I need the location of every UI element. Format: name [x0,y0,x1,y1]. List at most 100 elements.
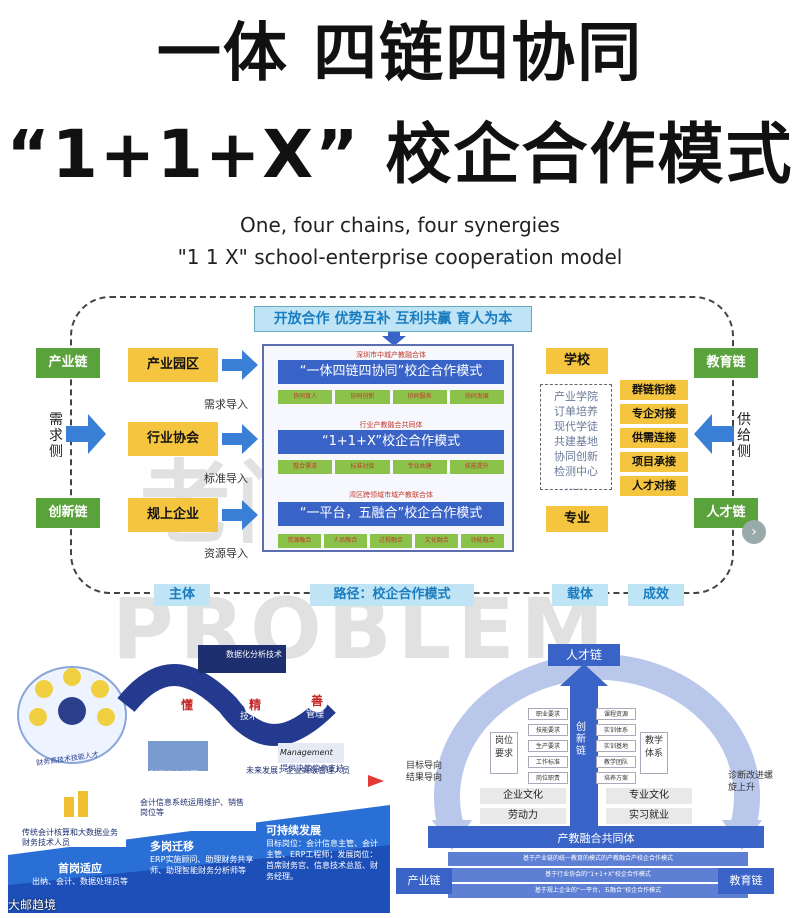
chain-stack-item: 供需连接 [620,428,688,448]
tab-path: 路径：校企合作模式 [310,584,474,606]
lr-innovation-chain: 创新链 [576,722,588,758]
lr-teaching-system: 教学体系 [640,732,668,774]
main-title-line2: “1+1+X” 校企合作模式 [0,112,800,198]
step-first-title: 首岗适应 [20,860,140,876]
carrier-list: 产业学院 订单培养 现代学徒 共建基地 协同创新 检测中心 …… [540,384,612,490]
tab-effect: 成效 [628,584,684,606]
lr-education-chain: 教育链 [718,868,774,894]
carrier-item: 订单培养 [541,404,611,419]
carrier-item: 现代学徒 [541,419,611,434]
supply-side-arrow [694,414,734,454]
step-second: 多岗迁移 ERP实施顾问、助理财务共享师、助理智能财务分析师等 [150,838,260,876]
model-1-chip: 协同育人 [278,390,332,404]
model-3-chip: 人员融合 [324,534,367,548]
model-2-chip: 整合需求 [278,460,332,474]
lr-left-item: 岗位职责 [528,772,568,784]
note-future: 未来发展：企业高级管理人员 [246,766,366,776]
lr-diagnose-note: 诊断改进螺旋上升 [728,770,780,794]
lr-major-culture: 专业文化 [606,788,692,804]
carrier-item: 检测中心 [541,464,611,479]
label-demand-import: 需求导入 [204,396,248,412]
chain-innovation: 创新链 [36,498,100,528]
data-analysis-label: 数据化分析技术 [226,650,282,660]
model-2-note: 行业产教融合共同体 [278,420,504,430]
model-2-bar: “1+1+X”校企合作模式 [278,430,504,454]
chain-stack-item: 群链衔接 [620,380,688,400]
brand-watermark: 大邮趋境 [8,896,56,913]
lr-job-requirements: 岗位要求 [490,732,518,774]
chain-stack-item: 项目承接 [620,452,688,472]
main-title-line1: 一体 四链四协同 [0,14,800,94]
demand-side-arrow [66,414,106,454]
model-3-chip: 功能融合 [461,534,504,548]
model-3-chip: 文化融合 [415,534,458,548]
lr-right-item: 课程资源 [596,708,636,720]
note-system: 会计信息系统运用维护、销售岗位等 [140,798,250,818]
lr-goal-note: 目标导向结果导向 [406,760,450,784]
step-first: 首岗适应 出纳、会计、数据处理员等 [20,860,140,887]
subject-arrow-1 [222,350,258,380]
demand-side-label: 需求侧 [48,412,64,460]
lr-row: 基于行业协会的“1+1+X”校企合作模式 [448,869,748,878]
lr-left-item: 生产要求 [528,740,568,752]
slogan-bar: 开放合作 优势互补 互利共赢 育人为本 [254,306,532,332]
note-traditional: 传统会计核算和大数据业务财务技术人员 [22,828,122,848]
lr-left-item: 工作标准 [528,756,568,768]
lr-left-item: 技能要求 [528,724,568,736]
subject-large-enterprise: 规上企业 [128,498,218,532]
model-1-chips: 协同育人 协同创新 协同服务 协同发展 [278,390,504,404]
tab-subject: 主体 [154,584,210,606]
model-3-chip: 过程融合 [370,534,413,548]
model-2-chip: 标准对接 [335,460,389,474]
model-1-bar: “一体四链四协同”校企合作模式 [278,360,504,384]
lr-talent-chain: 人才链 [548,644,620,666]
model-1-chip: 协同创新 [335,390,389,404]
model-3-chips: 资源融合 人员融合 过程融合 文化融合 功能融合 [278,534,504,548]
english-subtitle-1: One, four chains, four synergies [0,213,800,237]
model-2-chip: 技能提升 [450,460,504,474]
finance-processing-label: 财税业务处理 [150,770,198,780]
node-label-mgmt: 管理 [306,710,324,720]
step-second-title: 多岗迁移 [150,838,260,854]
subject-industrial-park: 产业园区 [128,348,218,382]
step-third-desc: 目标岗位：会计信息主管、会计主管、ERP工程师；发展岗位：首席财务官、信息技术总… [266,838,382,882]
chevron-right-icon: › [751,524,757,540]
carrier-school: 学校 [546,348,608,374]
chain-education: 教育链 [694,348,758,378]
model-1-chip: 协同发展 [450,390,504,404]
carrier-item: 共建基地 [541,434,611,449]
lr-right-item: 培养方案 [596,772,636,784]
english-subtitle-2: "1 1 X" school-enterprise cooperation mo… [0,245,800,269]
step-third-title: 可持续发展 [266,822,382,838]
step-third: 可持续发展 目标岗位：会计信息主管、会计主管、ERP工程师；发展岗位：首席财务官… [266,822,382,882]
step-second-desc: ERP实施顾问、助理财务共享师、助理智能财务分析师等 [150,854,260,876]
lr-corporate-culture: 企业文化 [480,788,566,804]
model-3-chip: 资源融合 [278,534,321,548]
node-label-tax: 财税 [176,712,194,722]
subject-arrow-3 [222,500,258,530]
subject-industry-association: 行业协会 [128,422,218,456]
chain-industry: 产业链 [36,348,100,378]
model-2-chip: 专业共建 [393,460,447,474]
management-word: Management [280,748,333,758]
carrier-major: 专业 [546,506,608,532]
node-good-at: 善 [306,690,328,712]
carousel-next-button[interactable]: › [742,520,766,544]
carrier-item: 产业学院 [541,389,611,404]
label-standard-import: 标准导入 [204,470,248,486]
lr-row: 基于产业链的统一教育的模式的产教融合产校企合作模式 [448,853,748,862]
label-resource-import: 资源导入 [204,545,248,561]
lr-row: 基于规上企业的“一平台，五融合”校企合作模式 [448,885,748,894]
carrier-item: 协同创新 [541,449,611,464]
model-1-chip: 协同服务 [393,390,447,404]
chain-stack-item: 专企对接 [620,404,688,424]
lr-platform: 产教融合共同体 [428,830,764,846]
lr-right-item: 实训基地 [596,740,636,752]
chain-stack-item: 人才对接 [620,476,688,496]
lr-industry-chain: 产业链 [396,868,452,894]
model-3-bar: “一平台，五融合”校企合作模式 [278,502,504,526]
model-1-note: 深圳市中城产教融合体 [278,350,504,360]
carrier-item: …… [541,479,611,494]
tab-carrier: 载体 [552,584,608,606]
lr-labor: 劳动力 [480,808,566,824]
